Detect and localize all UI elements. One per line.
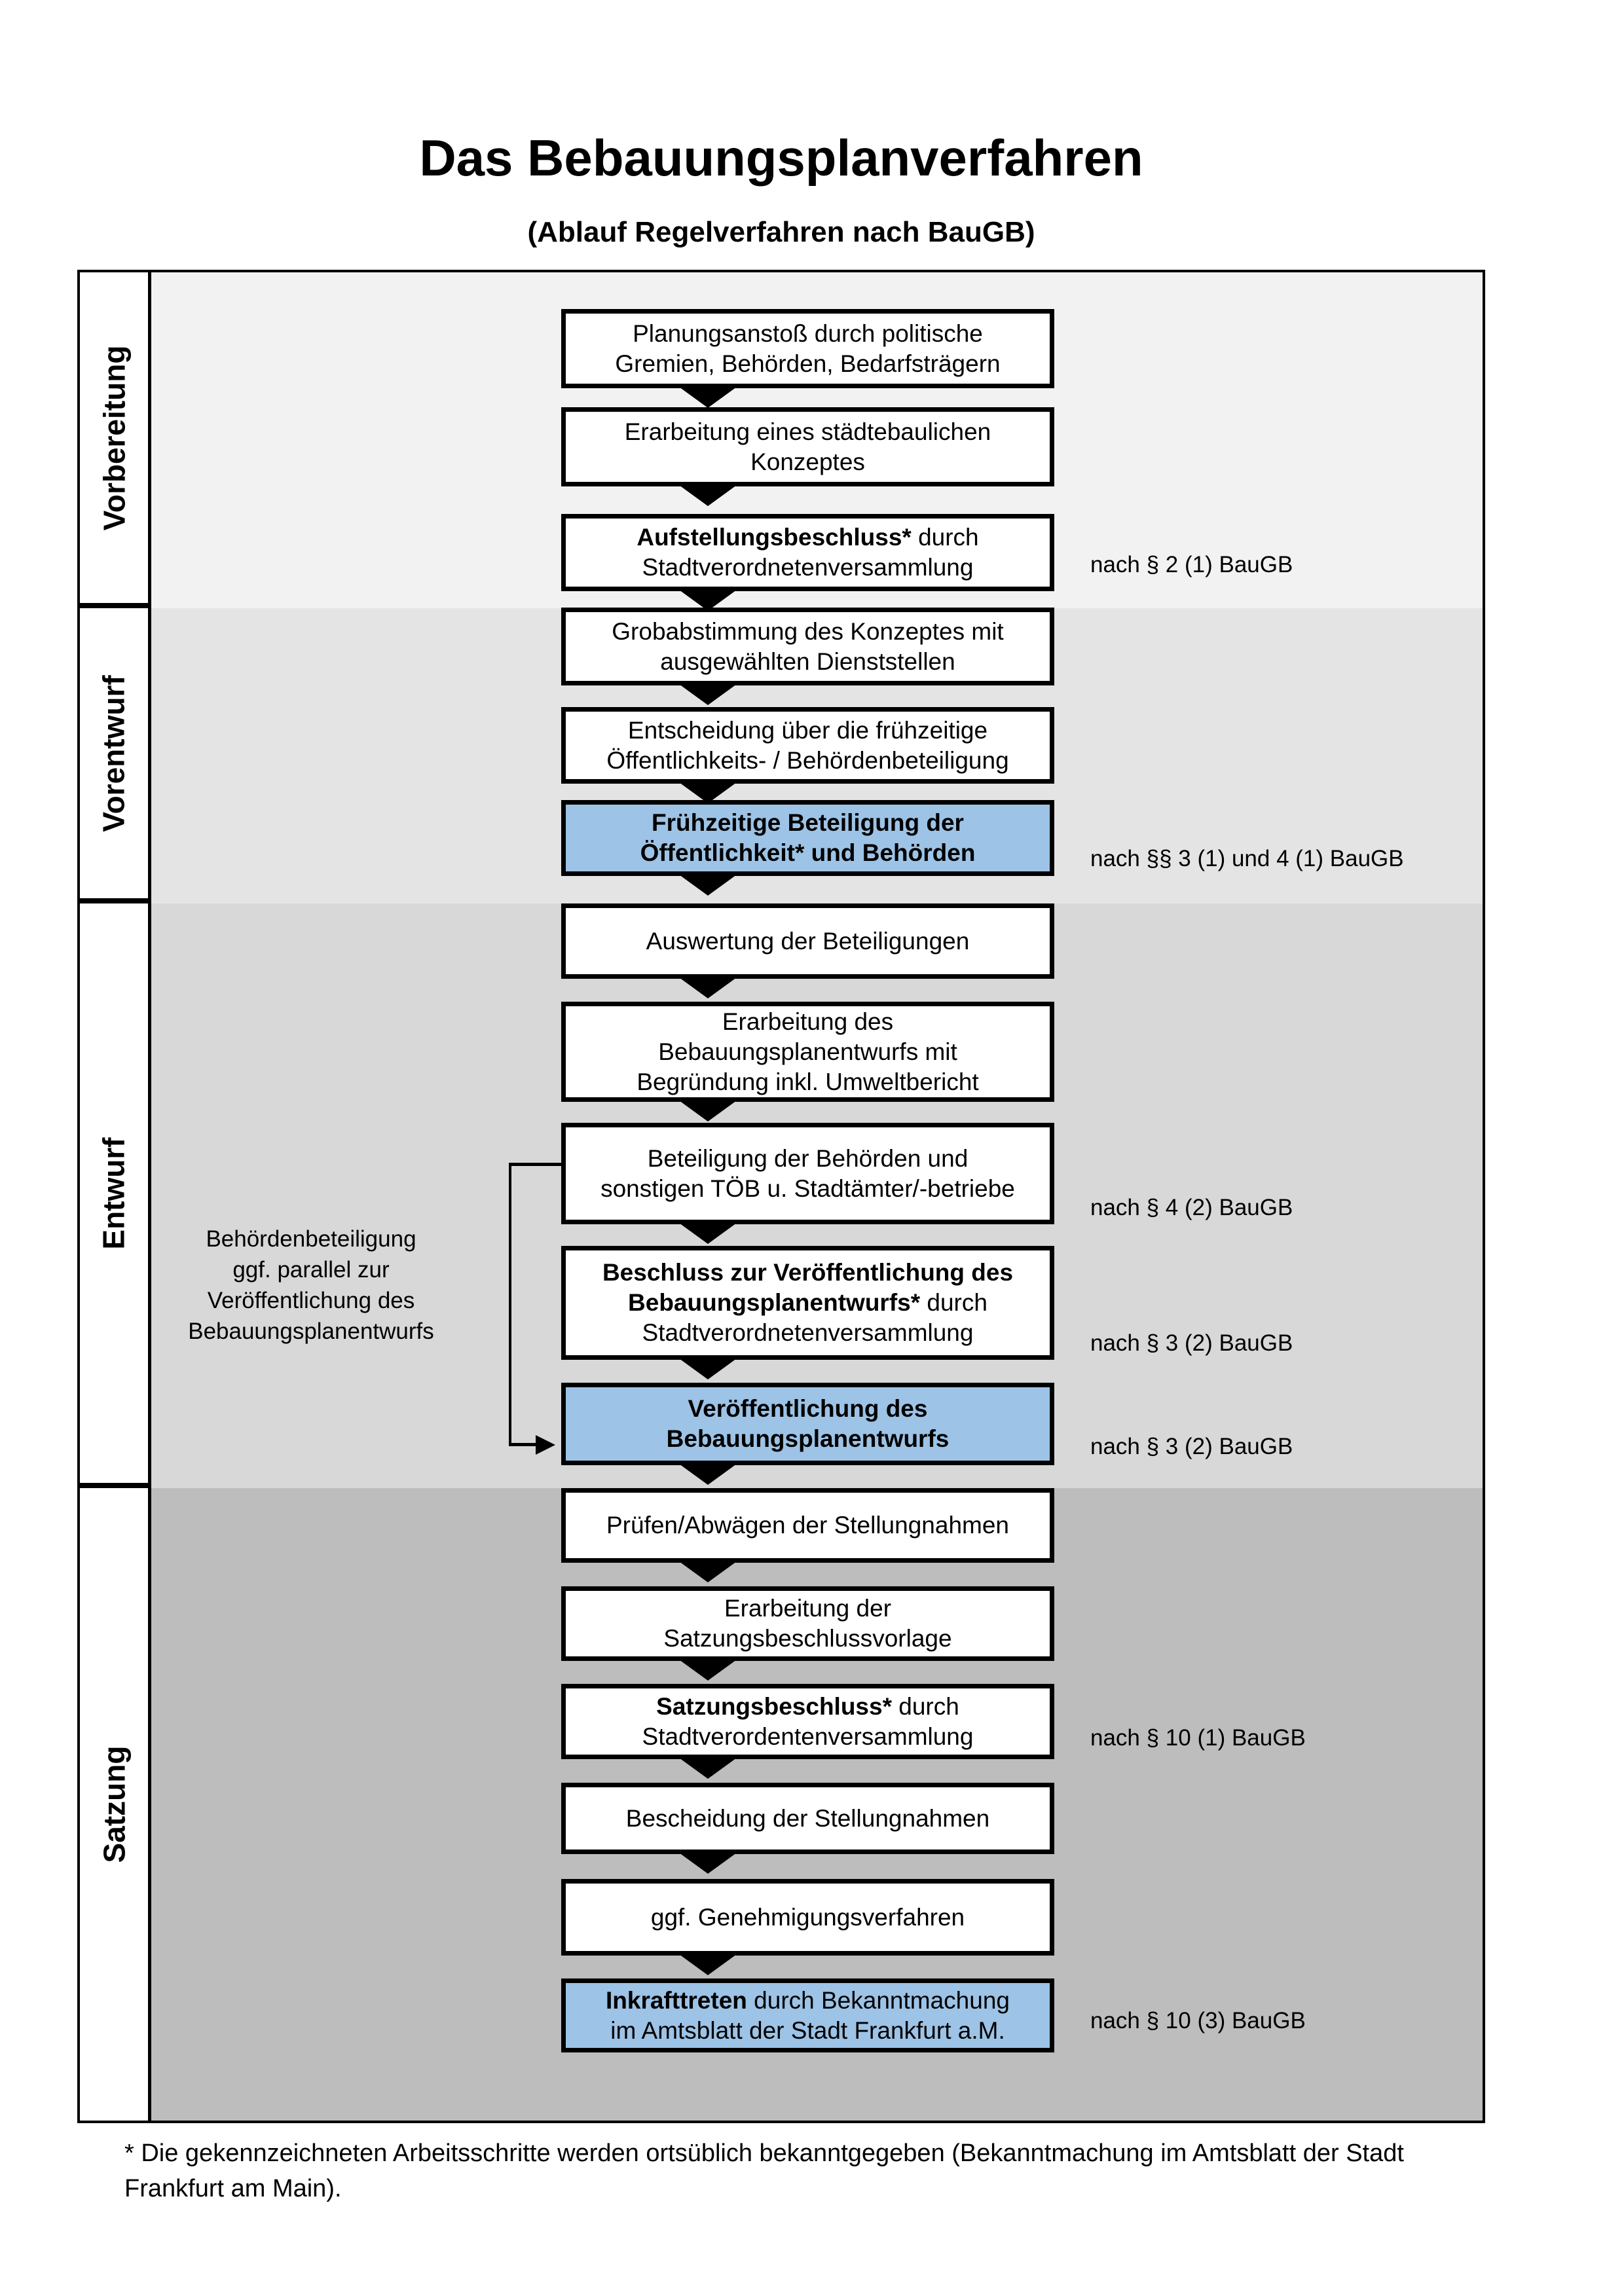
page-title: Das Bebauungsplanverfahren	[419, 129, 1143, 187]
flow-step-text-line: ausgewählten Dienststellen	[660, 647, 955, 675]
flow-step-text-line: Bescheidung der Stellungnahmen	[625, 1804, 990, 1832]
flow-step-text-line: Stadtverordnetenversammlung	[642, 554, 974, 581]
flow-step-text-line: Planungsanstoß durch politische	[633, 319, 983, 347]
down-arrow-icon	[679, 1660, 737, 1681]
page-subtitle: (Ablauf Regelverfahren nach BauGB)	[527, 216, 1035, 248]
down-arrow-icon	[679, 1101, 737, 1121]
down-arrow-icon	[679, 782, 737, 803]
phase-label-vorentwurf: Vorentwurf	[80, 608, 148, 903]
footnote: * Die gekennzeichneten Arbeitsschritte w…	[124, 2140, 1404, 2202]
down-arrow-icon	[679, 1853, 737, 1874]
flow-step-text-line: Gremien, Behörden, Bedarfsträgern	[615, 350, 1001, 377]
flow-step-text-line: Öffentlichkeits- / Behördenbeteiligung	[606, 746, 1009, 774]
legal-reference: nach §§ 3 (1) und 4 (1) BauGB	[1090, 846, 1404, 871]
phase-label-text: Entwurf	[97, 1137, 132, 1250]
down-arrow-icon	[679, 1464, 737, 1485]
flow-step-text-line: Auswertung der Beteiligungen	[646, 927, 970, 955]
flow-step-text-line: ggf. Genehmigungsverfahren	[650, 1903, 965, 1931]
parallel-bracket-bottom-line	[509, 1443, 538, 1446]
flow-step-text-line: Erarbeitung des	[722, 1008, 894, 1035]
legal-reference: nach § 2 (1) BauGB	[1090, 552, 1293, 577]
flow-step-text-line: Bebauungsplanentwurfs mit	[658, 1038, 957, 1065]
flow-step-text-line: Stadtverordentenversammlung	[642, 1722, 974, 1750]
flow-step-text-line: Erarbeitung der	[724, 1595, 892, 1622]
flow-step-text-line: Aufstellungsbeschluss* durch	[637, 524, 979, 551]
down-arrow-icon	[679, 1223, 737, 1244]
phase-label-satzung: Satzung	[80, 1488, 148, 2121]
down-arrow-icon	[679, 485, 737, 506]
flow-step-16: ggf. Genehmigungsverfahren	[561, 1879, 1054, 1956]
flow-step-9: Beteiligung der Behörden und sonstigen TÖ…	[561, 1123, 1054, 1224]
legal-reference: nach § 3 (2) BauGB	[1090, 1330, 1293, 1356]
parallel-bracket-vertical-line	[509, 1164, 511, 1446]
down-arrow-icon	[679, 1561, 737, 1582]
legal-reference: nach § 10 (3) BauGB	[1090, 2008, 1306, 2033]
flow-step-text-line: Erarbeitung eines städtebaulichen	[624, 418, 991, 445]
phase-label-text: Vorbereitung	[97, 345, 132, 530]
down-arrow-icon	[679, 684, 737, 705]
down-arrow-icon	[679, 977, 737, 998]
flow-step-text-line: Inkrafttreten durch Bekanntmachung	[606, 1986, 1010, 2014]
flow-step-text-line: Bebauungsplanentwurfs	[666, 1425, 950, 1452]
down-arrow-icon	[679, 875, 737, 896]
down-arrow-icon	[679, 387, 737, 408]
phase-label-text: Vorentwurf	[97, 674, 131, 832]
parallel-note: Behördenbeteiligung ggf. parallel zur Ve…	[188, 1226, 434, 1344]
flow-step-text-line: sonstigen TÖB u. Stadtämter/-betriebe	[600, 1175, 1015, 1202]
legal-reference: nach § 4 (2) BauGB	[1090, 1195, 1293, 1220]
flow-step-text-line: Stadtverordnetenversammlung	[642, 1319, 974, 1346]
flow-step-text-line: Grobabstimmung des Konzeptes mit	[612, 617, 1004, 645]
flow-step-text-line: Satzungsbeschlussvorlage	[663, 1625, 952, 1652]
flow-step-text-line: Entscheidung über die frühzeitige	[627, 716, 988, 744]
flow-step-text-line: Begründung inkl. Umweltbericht	[637, 1068, 979, 1095]
flow-step-7: Auswertung der Beteiligungen	[561, 903, 1054, 979]
down-arrow-icon	[679, 1758, 737, 1779]
parallel-bracket-top-line	[509, 1163, 561, 1166]
down-arrow-icon	[679, 1954, 737, 1975]
legal-reference: nach § 10 (1) BauGB	[1090, 1725, 1306, 1751]
flow-step-text-line: Öffentlichkeit* und Behörden	[640, 839, 976, 866]
down-arrow-icon	[679, 1358, 737, 1379]
flow-step-text-line: Prüfen/Abwägen der Stellungnahmen	[606, 1512, 1010, 1539]
parallel-bracket-arrowhead-icon	[536, 1435, 555, 1455]
flow-step-15: Bescheidung der Stellungnahmen	[561, 1783, 1054, 1854]
flow-step-text-line: Satzungsbeschluss* durch	[656, 1692, 959, 1720]
flow-step-text-line: Frühzeitige Beteiligung der	[652, 809, 964, 836]
phase-label-entwurf: Entwurf	[80, 903, 148, 1488]
flow-step-text-line: im Amtsblatt der Stadt Frankfurt a.M.	[610, 2016, 1005, 2044]
phase-label-text: Satzung	[97, 1745, 132, 1863]
flow-step-text-line: Konzeptes	[750, 448, 865, 475]
legal-reference: nach § 3 (2) BauGB	[1090, 1434, 1293, 1459]
flow-step-text-line: Beteiligung der Behörden und	[647, 1144, 969, 1172]
down-arrow-icon	[679, 590, 737, 611]
flow-step-12: Prüfen/Abwägen der Stellungnahmen	[561, 1488, 1054, 1563]
phase-label-vorbereitung: Vorbereitung	[80, 272, 148, 608]
flow-step-text-line: Bebauungsplanentwurfs* durch	[628, 1289, 987, 1316]
flow-step-text-line: Beschluss zur Veröffentlichung des	[602, 1259, 1014, 1286]
flow-step-text-line: Veröffentlichung des	[688, 1395, 928, 1422]
